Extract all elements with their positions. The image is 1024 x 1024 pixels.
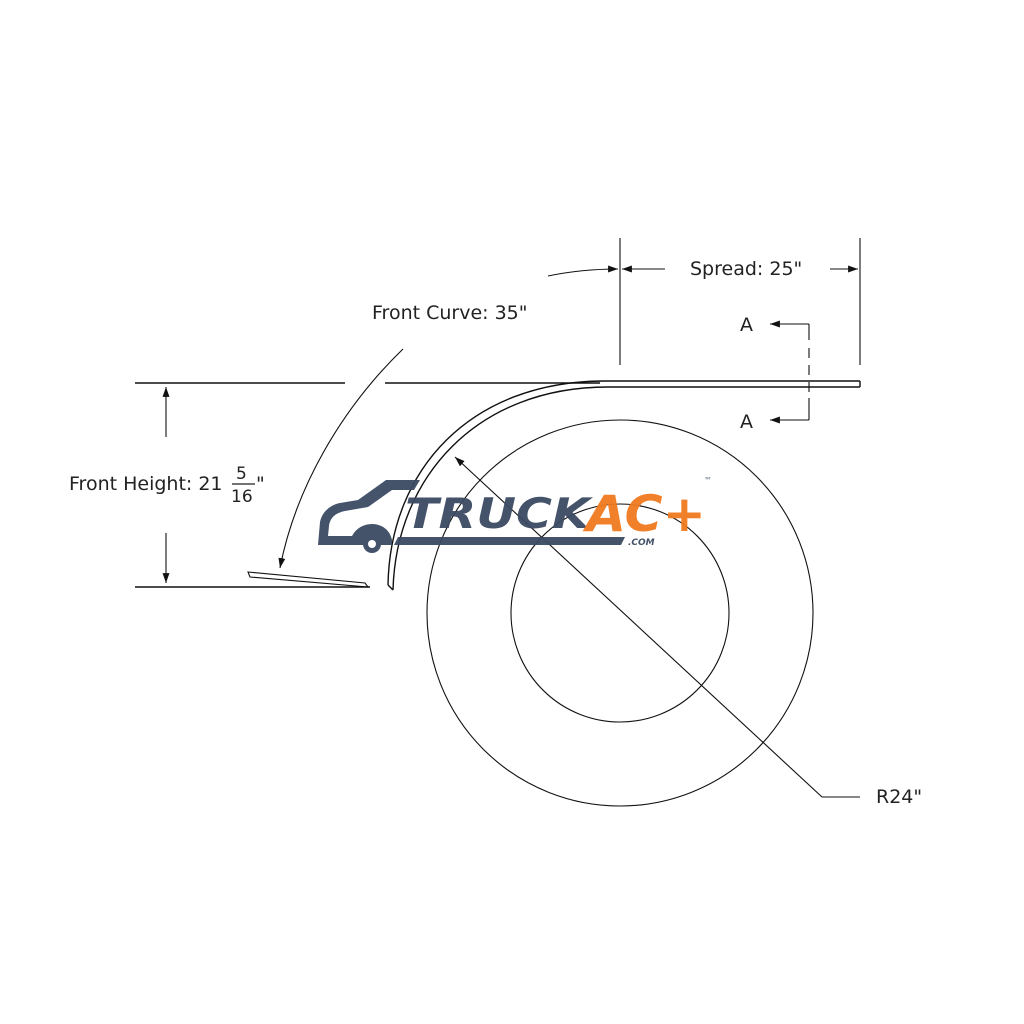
tire-outer-circle xyxy=(426,419,814,807)
front-flap xyxy=(247,571,370,588)
section-label-bottom: A xyxy=(740,411,753,433)
radius-label: R24" xyxy=(876,786,922,808)
logo-com-text: .COM xyxy=(628,538,655,548)
spread-label: Spread: 25" xyxy=(690,258,802,280)
front-height-label: Front Height: 21 xyxy=(69,473,223,495)
rim-inner-circle xyxy=(510,503,730,723)
front-height-numerator: 5 xyxy=(236,464,247,484)
logo-truck-text: TRUCK xyxy=(405,489,594,538)
spread-arrow-left-outer xyxy=(547,265,619,277)
radius-leader-line xyxy=(454,456,823,798)
logo-trademark: ™ xyxy=(704,476,712,485)
front-height-denominator: 16 xyxy=(231,487,253,507)
logo-underline xyxy=(394,537,625,545)
section-label-top: A xyxy=(740,314,753,336)
front-curve-label: Front Curve: 35" xyxy=(372,302,528,324)
front-height-unit: " xyxy=(256,473,265,495)
front-curve-arc xyxy=(278,348,404,569)
fender-front-cap xyxy=(387,584,394,591)
truckac-watermark-logo: TRUCK AC+ .COM ™ xyxy=(318,476,712,553)
truck-silhouette-icon xyxy=(318,480,420,545)
logo-ac-text: AC+ xyxy=(582,485,706,543)
fender-outer-profile xyxy=(387,380,860,586)
